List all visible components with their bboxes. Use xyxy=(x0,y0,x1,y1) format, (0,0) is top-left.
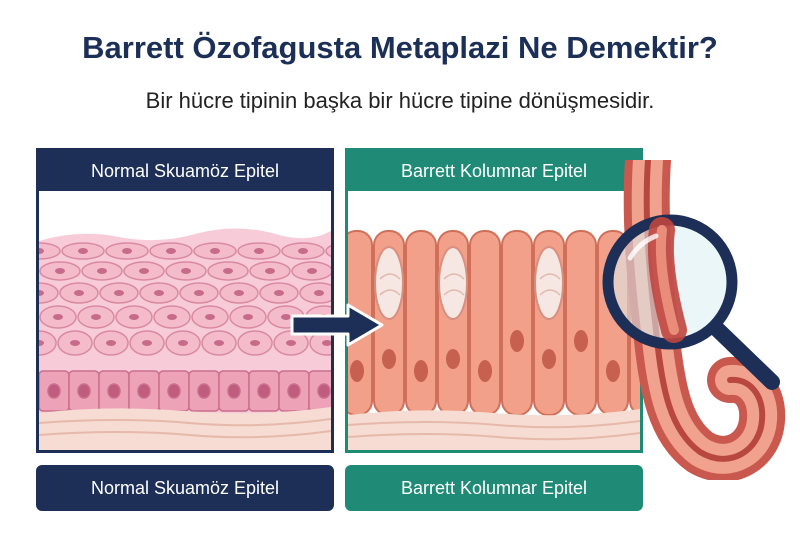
goblet-mucin xyxy=(539,273,561,296)
squamous-epithelium-illustration xyxy=(39,191,331,450)
columnar-nucleus xyxy=(414,360,428,382)
squamous-nucleus xyxy=(39,340,44,346)
page-subtitle: Bir hücre tipinin başka bir hücre tipine… xyxy=(145,88,655,113)
basal-nucleus xyxy=(77,383,91,399)
squamous-nucleus xyxy=(78,248,88,254)
goblet-cell xyxy=(374,246,404,320)
squamous-nucleus xyxy=(194,290,204,296)
squamous-nucleus xyxy=(55,268,65,274)
esophagus-magnifier-illustration xyxy=(602,160,786,480)
squamous-nucleus xyxy=(106,340,116,346)
columnar-epithelium-illustration xyxy=(348,191,640,450)
columnar-caption-button[interactable]: Barrett Kolumnar Epitel xyxy=(345,465,643,511)
columnar-cell xyxy=(469,230,501,416)
squamous-nucleus xyxy=(181,268,191,274)
squamous-nucleus xyxy=(91,314,101,320)
squamous-nucleus xyxy=(39,248,44,254)
columnar-nucleus xyxy=(606,360,620,382)
squamous-nucleus xyxy=(210,248,220,254)
columnar-nucleus xyxy=(478,360,492,382)
squamous-cell xyxy=(39,330,57,356)
squamous-nucleus xyxy=(250,340,260,346)
squamous-nucleus xyxy=(322,340,331,346)
squamous-cell xyxy=(325,245,331,257)
columnar-cell xyxy=(565,230,597,416)
squamous-cell xyxy=(39,282,59,304)
squamous-nucleus xyxy=(243,314,253,320)
basal-nucleus xyxy=(257,383,271,399)
squamous-panel-header: Normal Skuamöz Epitel xyxy=(39,151,331,191)
squamous-nucleus xyxy=(298,248,308,254)
squamous-nucleus xyxy=(39,290,44,296)
columnar-panel-header: Barrett Kolumnar Epitel xyxy=(348,151,640,191)
right-arrow-icon xyxy=(290,303,384,347)
squamous-nucleus xyxy=(154,290,164,296)
squamous-nucleus xyxy=(166,248,176,254)
goblet-mucin xyxy=(443,273,465,296)
squamous-nucleus xyxy=(129,314,139,320)
columnar-cell xyxy=(501,230,533,416)
squamous-nucleus xyxy=(97,268,107,274)
columnar-nucleus xyxy=(350,360,364,382)
basal-nucleus xyxy=(287,383,301,399)
squamous-nucleus xyxy=(314,290,324,296)
basal-nucleus xyxy=(137,383,151,399)
basal-nucleus xyxy=(317,383,331,399)
goblet-cell xyxy=(534,246,564,320)
squamous-nucleus xyxy=(205,314,215,320)
squamous-nucleus xyxy=(167,314,177,320)
columnar-nucleus xyxy=(446,349,460,369)
columnar-nucleus xyxy=(382,349,396,369)
basal-nucleus xyxy=(227,383,241,399)
squamous-nucleus xyxy=(70,340,80,346)
squamous-cell xyxy=(39,242,61,260)
squamous-nucleus xyxy=(265,268,275,274)
squamous-nucleus xyxy=(254,248,264,254)
squamous-caption-button[interactable]: Normal Skuamöz Epitel xyxy=(36,465,334,511)
columnar-cell xyxy=(405,230,437,416)
squamous-nucleus xyxy=(74,290,84,296)
squamous-nucleus xyxy=(142,340,152,346)
squamous-nucleus xyxy=(114,290,124,296)
squamous-nucleus xyxy=(122,248,132,254)
basal-nucleus xyxy=(107,383,121,399)
squamous-nucleus xyxy=(307,268,317,274)
squamous-nucleus xyxy=(234,290,244,296)
squamous-nucleus xyxy=(53,314,63,320)
squamous-nucleus xyxy=(281,314,291,320)
columnar-nucleus xyxy=(542,349,556,369)
squamous-nucleus xyxy=(214,340,224,346)
squamous-panel: Normal Skuamöz Epitel xyxy=(36,148,334,453)
squamous-nucleus xyxy=(286,340,296,346)
basal-nucleus xyxy=(47,383,61,399)
page-title: Barrett Özofagusta Metaplazi Ne Demektir… xyxy=(82,30,718,65)
squamous-nucleus xyxy=(274,290,284,296)
goblet-mucin xyxy=(379,273,401,296)
magnifier-icon xyxy=(602,214,780,390)
columnar-panel: Barrett Kolumnar Epitel xyxy=(345,148,643,453)
squamous-nucleus xyxy=(139,268,149,274)
columnar-nucleus xyxy=(510,330,524,352)
goblet-cell xyxy=(438,246,468,320)
squamous-nucleus xyxy=(178,340,188,346)
squamous-nucleus xyxy=(223,268,233,274)
basal-nucleus xyxy=(197,383,211,399)
basal-nucleus xyxy=(167,383,181,399)
columnar-nucleus xyxy=(574,330,588,352)
